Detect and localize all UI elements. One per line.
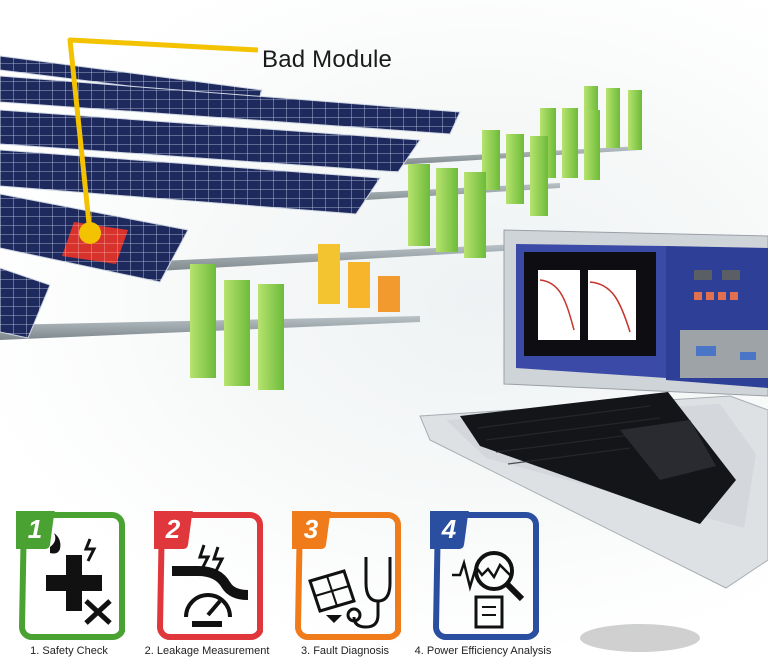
- step-number: 3: [303, 514, 319, 544]
- measurement-bars-warning: [318, 244, 400, 312]
- step-number: 1: [27, 514, 43, 544]
- power-efficiency-icon: [452, 551, 525, 629]
- bad-module-callout-line: [67, 37, 259, 244]
- measurement-bars-near: [190, 264, 284, 390]
- step-label-leakage-measurement: 2. Leakage Measurement: [144, 645, 270, 657]
- safety-check-icon: [46, 533, 112, 625]
- portable-analyzer: [419, 229, 768, 652]
- step-number: 2: [165, 514, 181, 544]
- step-number: 4: [441, 514, 457, 544]
- step-card-fault-diagnosis: 3: [286, 505, 404, 641]
- step-card-power-efficiency-analysis: 4: [424, 505, 542, 641]
- step-card-safety-check: 1: [10, 505, 128, 641]
- step-label-fault-diagnosis: 3. Fault Diagnosis: [300, 645, 390, 657]
- leakage-measurement-icon: [172, 544, 249, 627]
- step-card-leakage-measurement: 2: [148, 505, 266, 641]
- measurement-bars-far: [408, 86, 642, 258]
- bad-module: [62, 222, 128, 264]
- solar-panel-rows: [0, 55, 461, 339]
- step-label-safety-check: 1. Safety Check: [30, 645, 108, 657]
- fault-diagnosis-icon: [308, 557, 392, 629]
- bad-module-label: Bad Module: [262, 46, 393, 73]
- step-label-power-efficiency-analysis: 4. Power Efficiency Analysis: [414, 645, 552, 657]
